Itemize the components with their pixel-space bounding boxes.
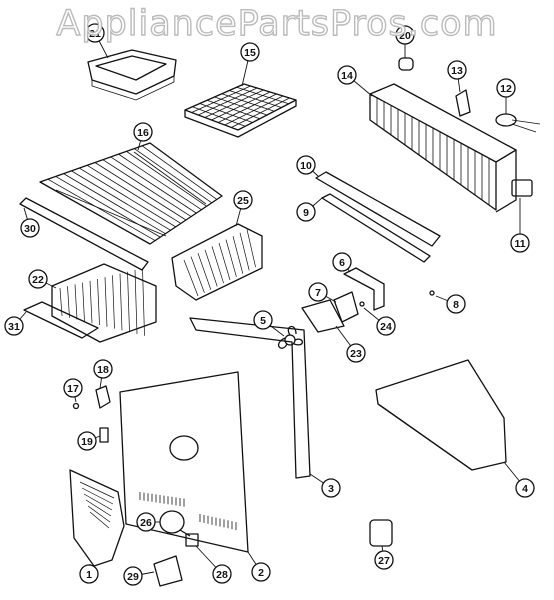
- callout-number-8: 8: [453, 299, 459, 311]
- crisper-cover-part: [171, 223, 263, 301]
- callout-number-9: 9: [303, 207, 309, 219]
- relay-part: [333, 291, 359, 323]
- lamp-shield-part: [153, 555, 183, 587]
- callout-number-7: 7: [315, 287, 321, 299]
- callout-number-26: 26: [140, 517, 152, 529]
- callout-circle-14: [337, 65, 357, 85]
- callout-circle-27: [374, 550, 394, 570]
- defrost-heater-part: [315, 171, 441, 263]
- callout-number-21: 21: [89, 28, 101, 40]
- callout-number-19: 19: [81, 436, 93, 448]
- callout-circle-20: [395, 25, 415, 45]
- callout-circle-10: [296, 155, 316, 175]
- callout-number-24: 24: [380, 321, 392, 333]
- callout-circle-31: [4, 316, 24, 336]
- cap-part: [398, 57, 414, 71]
- drawer-front-part: [375, 359, 507, 471]
- callout-circle-16: [133, 122, 153, 142]
- callout-number-15: 15: [244, 47, 256, 59]
- callout-number-12: 12: [500, 83, 512, 95]
- callout-number-23: 23: [350, 348, 362, 360]
- callout-number-31: 31: [8, 321, 20, 333]
- crisper-pan-part: [51, 263, 157, 343]
- callout-circle-23: [346, 343, 366, 363]
- light-switch-part: [185, 533, 199, 547]
- callout-circle-6: [332, 252, 352, 272]
- callout-circle-3: [321, 478, 341, 498]
- small-screws-part: [359, 290, 435, 307]
- callout-circle-8: [446, 294, 466, 314]
- callout-circle-5: [253, 310, 273, 330]
- shelf-trim-part: [19, 197, 149, 271]
- callout-number-6: 6: [339, 257, 345, 269]
- callout-circle-19: [77, 431, 97, 451]
- callout-circle-2: [251, 562, 271, 582]
- callout-circle-17: [63, 378, 83, 398]
- callout-number-10: 10: [300, 160, 312, 172]
- callout-circle-1: [79, 564, 99, 584]
- callout-circle-18: [93, 359, 113, 379]
- control-knob-part: [369, 519, 393, 547]
- pan-rail-part: [23, 301, 99, 339]
- callout-number-22: 22: [32, 274, 44, 286]
- callout-number-30: 30: [24, 223, 36, 235]
- callout-circle-24: [376, 316, 396, 336]
- callout-circle-30: [20, 218, 40, 238]
- callout-circle-21: [85, 23, 105, 43]
- callout-circle-26: [136, 512, 156, 532]
- callout-number-18: 18: [97, 364, 109, 376]
- callout-circle-25: [233, 190, 253, 210]
- callout-number-11: 11: [514, 238, 525, 250]
- callout-number-14: 14: [341, 70, 353, 82]
- callout-number-2: 2: [258, 567, 264, 579]
- callout-number-13: 13: [451, 65, 463, 77]
- evaporator-part: [369, 83, 517, 213]
- callout-number-16: 16: [137, 127, 149, 139]
- callout-number-29: 29: [127, 571, 139, 583]
- callout-circle-29: [123, 566, 143, 586]
- callout-circle-7: [308, 282, 328, 302]
- callout-number-4: 4: [522, 483, 528, 495]
- light-cover-part: [69, 469, 125, 567]
- door-gasket-part: [189, 317, 311, 479]
- callout-number-20: 20: [399, 30, 411, 42]
- callout-circle-28: [212, 564, 232, 584]
- callout-number-27: 27: [378, 555, 390, 567]
- callout-number-28: 28: [216, 569, 228, 581]
- lamp-socket-part: [72, 385, 111, 443]
- harness-part: [511, 179, 533, 197]
- mounting-bracket-part: [343, 267, 385, 311]
- callout-circle-11: [510, 233, 530, 253]
- ice-tray-part: [87, 49, 177, 101]
- bracket-part: [455, 89, 471, 117]
- callout-number-17: 17: [67, 383, 79, 395]
- callout-number-25: 25: [237, 195, 249, 207]
- callout-circle-22: [28, 269, 48, 289]
- callout-circle-13: [447, 60, 467, 80]
- callout-number-3: 3: [328, 483, 334, 495]
- callout-circle-15: [240, 42, 260, 62]
- wire-shelf-part: [39, 142, 223, 245]
- ice-grid-part: [184, 83, 297, 138]
- thermostat-part: [495, 113, 541, 133]
- callout-number-1: 1: [86, 569, 92, 581]
- callout-circle-9: [296, 202, 316, 222]
- callout-number-5: 5: [260, 315, 266, 327]
- fan-blade-part: [277, 325, 304, 349]
- callout-circle-4: [515, 478, 535, 498]
- callout-circle-12: [496, 78, 516, 98]
- fan-bracket-part: [301, 299, 345, 333]
